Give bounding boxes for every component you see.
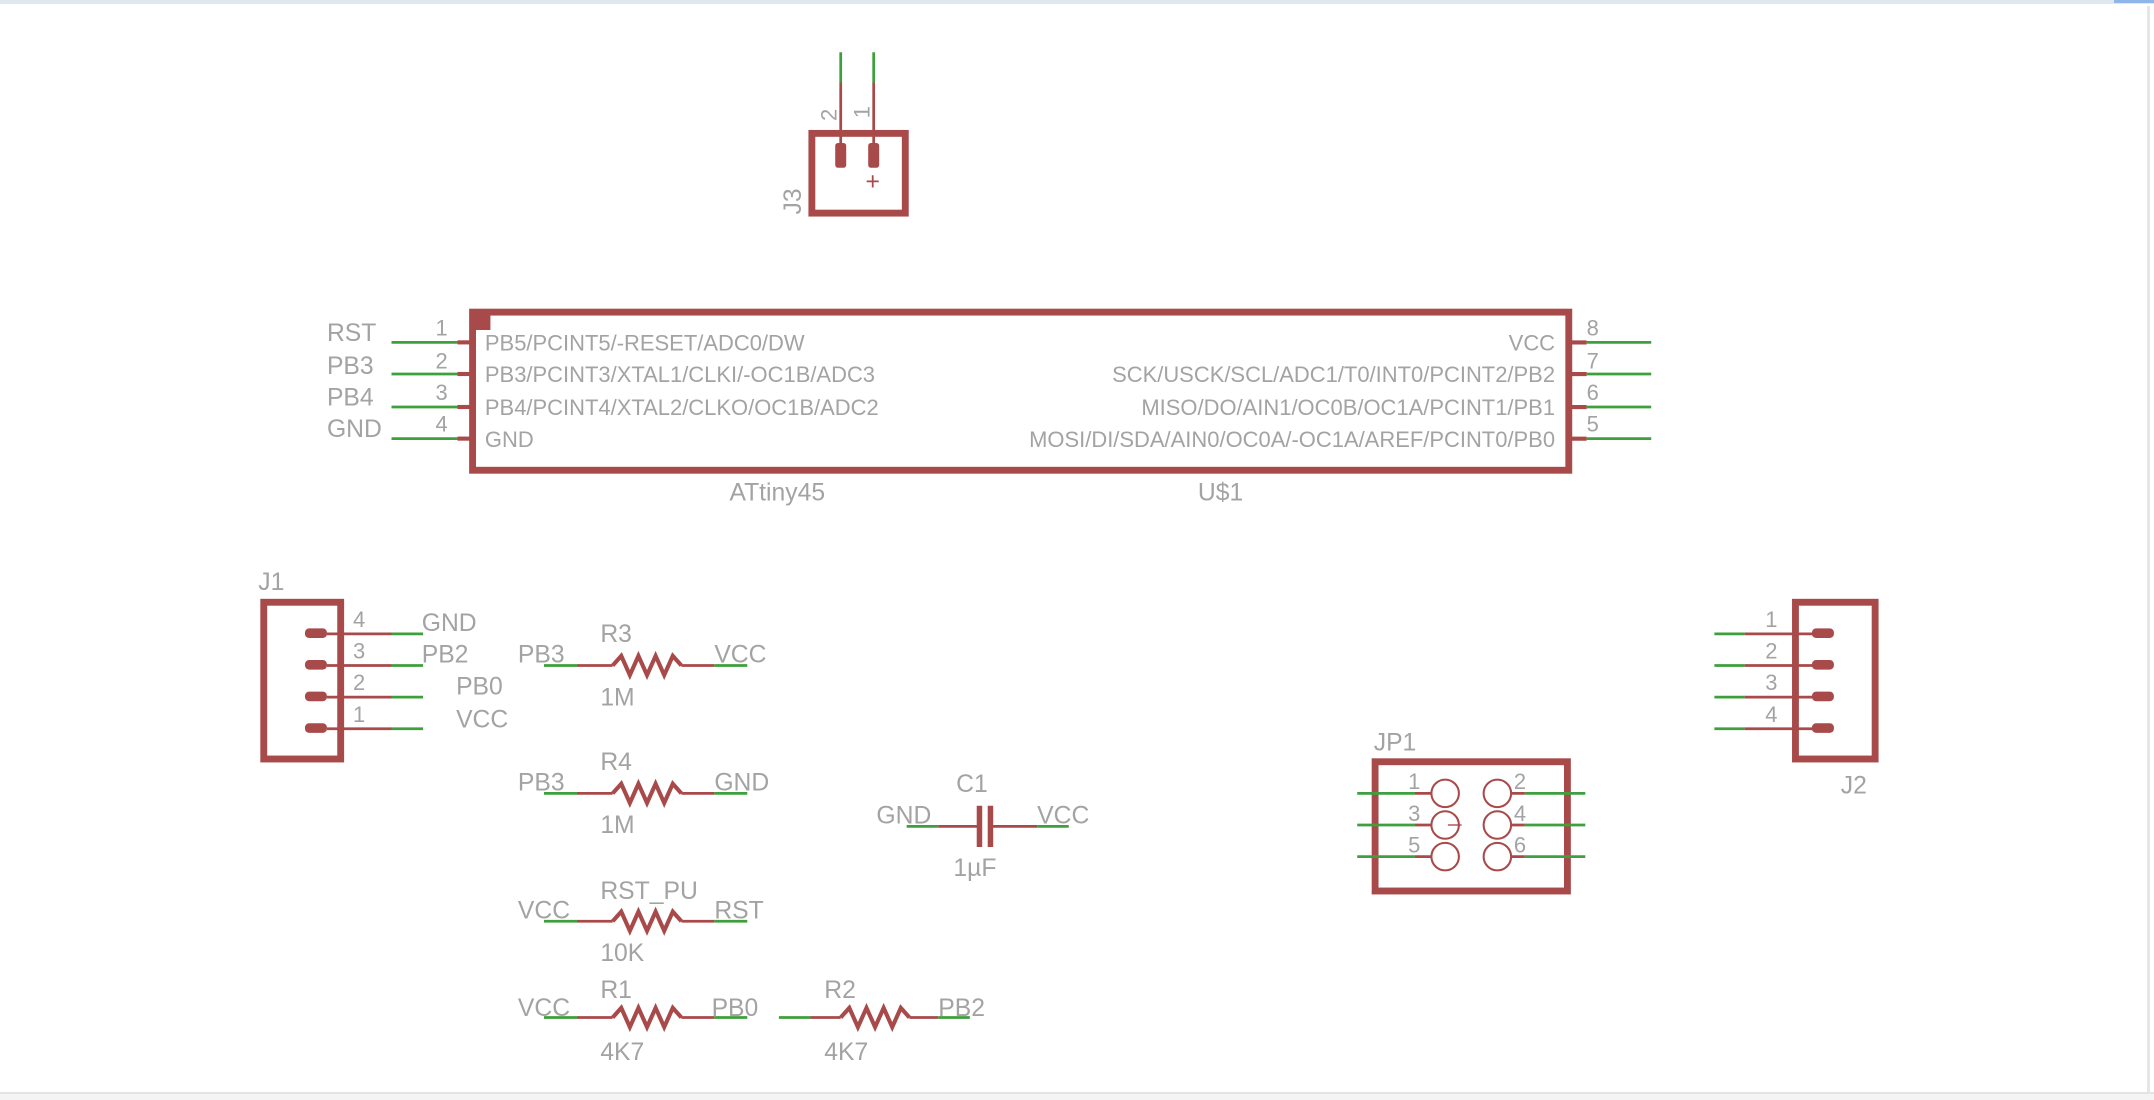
resistor-zigzag [839, 1002, 911, 1033]
net-label: VCC [518, 995, 570, 1022]
origin-cross: + [865, 169, 879, 196]
u1-pin-num: 7 [1587, 348, 1599, 373]
c1-name: C1 [956, 771, 988, 798]
resistor-zigzag [611, 1002, 683, 1033]
net-label: VCC [1037, 803, 1089, 830]
u1-value: ATtiny45 [729, 479, 825, 506]
j1-pin-num: 4 [353, 607, 365, 632]
j3-label: J3 [780, 188, 807, 214]
right-pins [1568, 340, 1652, 441]
c1-value: 1µF [953, 855, 996, 882]
net-label: PB2 [422, 642, 469, 669]
u1-pin-function: MOSI/DI/SDA/AIN0/OC0A/-OC1A/AREF/PCINT0/… [1029, 427, 1555, 452]
u1-pin-function: MISO/DO/AIN1/OC0B/OC1A/PCINT1/PB1 [1141, 395, 1555, 420]
net-label: PB0 [712, 995, 759, 1022]
jp1-pin-num: 1 [1408, 769, 1420, 794]
net-label: GND [327, 416, 382, 443]
r1-value: 4K7 [600, 1039, 644, 1066]
rst-pu-value: 10K [600, 940, 644, 967]
u1-pin-function: PB4/PCINT4/XTAL2/CLKO/OC1B/ADC2 [485, 395, 879, 420]
jp1-pin-num: 3 [1408, 801, 1420, 826]
resistor-r3[interactable]: PB3 VCC R3 1M [518, 621, 767, 711]
j2-pin-num: 1 [1765, 607, 1777, 632]
resistor-rst-pu[interactable]: VCC RST RST_PU 10K [518, 878, 764, 967]
j1-pin-num: 2 [353, 670, 365, 695]
net-label: RST [327, 320, 376, 347]
vertical-scrollbar[interactable] [2147, 6, 2150, 1094]
net-label: VCC [714, 642, 766, 669]
u1-pin-num: 5 [1587, 412, 1599, 437]
j1-label: J1 [258, 569, 284, 596]
connector-j1[interactable]: 4 3 2 1 GND PB2 PB0 VCC J1 [258, 569, 508, 763]
u1-pin-num: 2 [435, 348, 447, 373]
top-scrollbar[interactable] [0, 0, 2154, 4]
j1-pin-num: 1 [353, 702, 365, 727]
connector-j2[interactable]: 1 2 3 4 J2 [1714, 598, 1879, 799]
net-label: PB0 [456, 673, 503, 700]
resistor-zigzag [611, 778, 683, 809]
resistor-r2[interactable]: PB2 R2 4K7 [778, 977, 985, 1066]
u1-pin-function: SCK/USCK/SCL/ADC1/T0/INT0/PCINT2/PB2 [1112, 362, 1555, 387]
j3-pin-1: 1 [850, 106, 875, 118]
net-label: GND [876, 803, 931, 830]
u1-pin-function: PB5/PCINT5/-RESET/ADC0/DW [485, 331, 805, 356]
j1-pin-num: 3 [353, 639, 365, 664]
r1-name: R1 [600, 977, 632, 1004]
r3-value: 1M [600, 684, 634, 711]
resistor-zigzag [611, 906, 683, 936]
header-jp1[interactable]: 1 2 3 4 5 6 JP1 [1357, 730, 1586, 895]
capacitor-c1[interactable]: GND VCC C1 1µF [876, 771, 1089, 882]
u1-pin-num: 1 [435, 315, 447, 340]
rst-pu-name: RST_PU [600, 878, 697, 905]
net-label: RST [714, 897, 763, 924]
connector-j3[interactable]: 2 1 J3 + [780, 52, 909, 217]
r3-name: R3 [600, 621, 632, 648]
scroll-thumb[interactable] [2114, 0, 2154, 3]
j2-pin-num: 3 [1765, 670, 1777, 695]
net-label: VCC [456, 706, 508, 733]
jp1-pin-num: 6 [1514, 832, 1526, 857]
net-label: PB3 [518, 642, 565, 669]
jp1-pin-num: 5 [1408, 832, 1420, 857]
u1-name: U$1 [1198, 479, 1243, 506]
u1-pin-num: 4 [435, 412, 447, 437]
u1-pin-num: 6 [1587, 380, 1599, 405]
j2-label: J2 [1841, 772, 1867, 799]
left-pins [391, 340, 473, 441]
j3-pin-2: 2 [817, 109, 842, 121]
net-label: GND [714, 770, 769, 797]
u1-pin-function: PB3/PCINT3/XTAL1/CLKI/-OC1B/ADC3 [485, 362, 875, 387]
net-label: PB2 [938, 995, 985, 1022]
resistor-r1[interactable]: VCC PB0 R1 4K7 [518, 977, 758, 1066]
u1-pin-function: GND [485, 427, 534, 452]
net-label: PB4 [327, 385, 374, 412]
r4-value: 1M [600, 812, 634, 839]
u1-pin-num: 8 [1587, 315, 1599, 340]
net-label: GND [422, 610, 477, 637]
u1-pin-function: VCC [1509, 331, 1555, 356]
jp1-pin-num: 2 [1514, 769, 1526, 794]
net-label: VCC [518, 897, 570, 924]
jp1-label: JP1 [1374, 730, 1417, 757]
net-label: PB3 [518, 770, 565, 797]
horizontal-scrollbar[interactable] [0, 1092, 2154, 1100]
net-label: PB3 [327, 353, 374, 380]
j2-pin-num: 2 [1765, 639, 1777, 664]
jp1-pin-num: 4 [1514, 801, 1526, 826]
resistor-r4[interactable]: PB3 GND R4 1M [518, 749, 769, 839]
r2-value: 4K7 [824, 1039, 868, 1066]
resistor-zigzag [611, 650, 683, 681]
r2-name: R2 [824, 977, 856, 1004]
r4-name: R4 [600, 749, 632, 776]
u1-pin-num: 3 [435, 380, 447, 405]
j2-pin-num: 4 [1765, 702, 1777, 727]
ic-u1-attiny45[interactable]: 1 2 3 4 RST PB3 PB4 GND PB5/PCINT5/-RESE… [327, 308, 1652, 507]
